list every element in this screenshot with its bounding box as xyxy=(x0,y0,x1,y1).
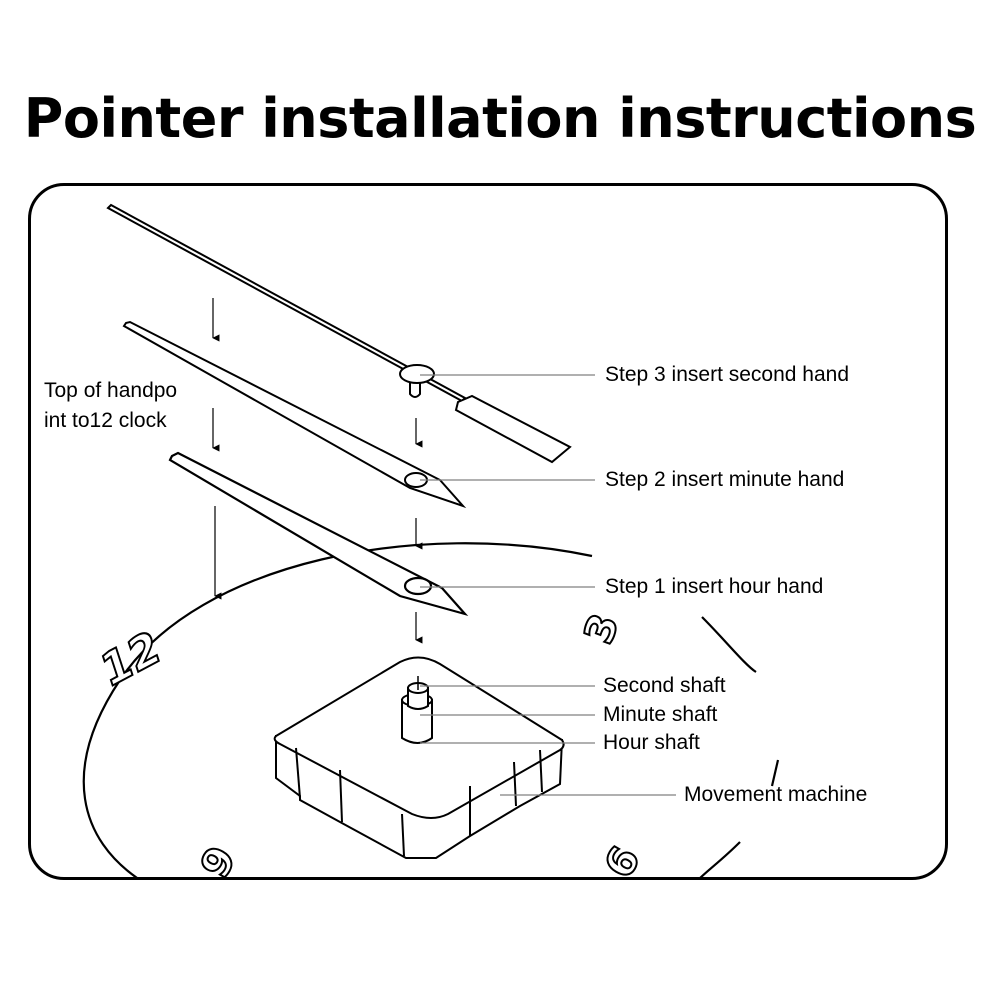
note-line-1: Top of handpo xyxy=(44,379,178,402)
dial-outline-left xyxy=(82,542,593,877)
dial-outline-right-3 xyxy=(697,841,741,877)
second-shaft-label: Second shaft xyxy=(603,674,726,697)
note-line-2: int to12 clock xyxy=(44,409,167,432)
dial-outline-right-2 xyxy=(770,759,780,787)
hour-shaft-label: Hour shaft xyxy=(603,731,700,754)
dial-number-12: 12 xyxy=(96,621,166,699)
movement-machine-label: Movement machine xyxy=(684,783,868,806)
step-2-label: Step 2 insert minute hand xyxy=(605,468,845,491)
page-title: Pointer installation instructions xyxy=(23,87,977,150)
minute-shaft-label: Minute shaft xyxy=(603,703,718,726)
dial-number-3: 3 xyxy=(576,608,629,650)
dial-number-9: 9 xyxy=(192,839,246,886)
minute-hand xyxy=(122,320,467,509)
step-3-label: Step 3 insert second hand xyxy=(605,363,850,386)
second-hand xyxy=(106,203,572,464)
leader-lines xyxy=(420,374,676,796)
step-1-label: Step 1 insert hour hand xyxy=(605,575,824,598)
diagram-frame xyxy=(28,183,948,880)
dial-number-6: 6 xyxy=(596,839,650,886)
movement-machine xyxy=(273,656,565,859)
dial-outline-right-1 xyxy=(701,616,757,673)
hour-hand xyxy=(168,451,469,617)
orientation-note: Top of handpo int to12 clock xyxy=(44,376,177,436)
